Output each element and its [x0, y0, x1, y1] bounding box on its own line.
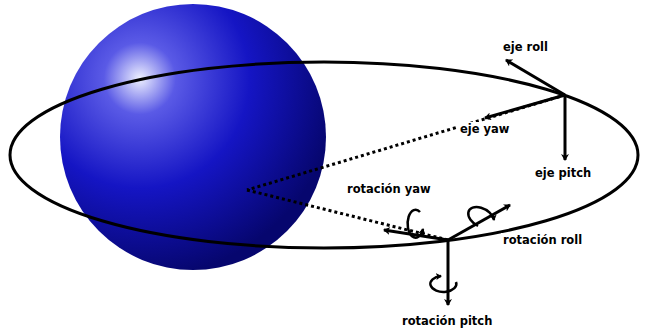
rotation-label: rotación pitch	[400, 314, 494, 328]
orbit-ellipse	[10, 62, 638, 248]
rotation-arrows	[408, 207, 494, 292]
axis-label: eje roll	[501, 40, 550, 54]
axis-label: eje pitch	[533, 166, 593, 180]
axis-label: eje yaw	[458, 122, 511, 136]
rotation-label: rotación yaw	[345, 182, 433, 196]
planet-sphere	[60, 4, 326, 270]
rotation-label: rotación roll	[501, 233, 584, 247]
top-axes	[485, 60, 565, 160]
bottom-axes	[384, 205, 510, 305]
radius-lines	[247, 95, 565, 240]
